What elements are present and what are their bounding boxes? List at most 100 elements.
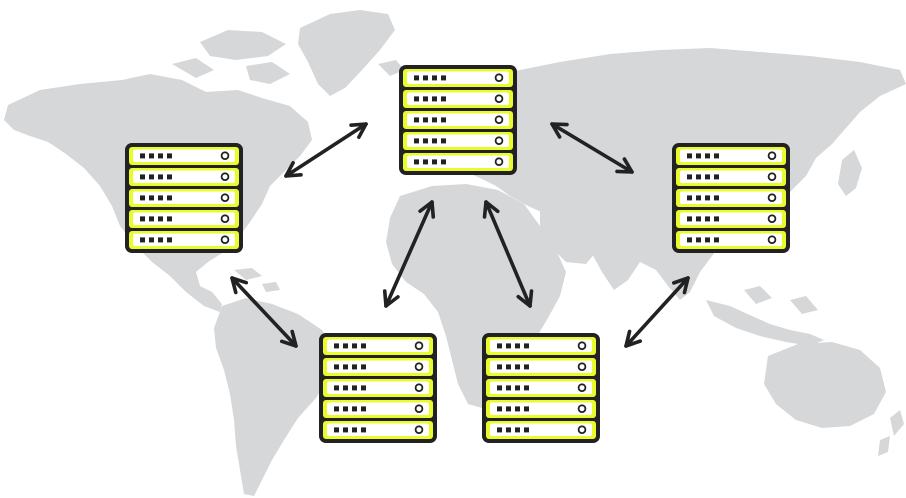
vent-icon [506, 406, 511, 412]
link-north-america-europe-arrow [284, 122, 368, 178]
vent-icon [334, 427, 339, 433]
vent-icon [705, 195, 710, 201]
vent-icon [361, 385, 366, 391]
server-asia-rack-icon [672, 143, 790, 253]
vent-icon [343, 427, 348, 433]
rack-unit [486, 421, 596, 439]
vent-icon [352, 427, 357, 433]
vent-icon [687, 153, 692, 159]
link-europe-south-america-arrow [382, 200, 436, 308]
vent-icon [149, 174, 154, 180]
vent-icon [140, 174, 145, 180]
vent-icon [705, 153, 710, 159]
status-led-icon [494, 115, 504, 124]
vent-icon [515, 385, 520, 391]
rack-unit [676, 210, 786, 228]
vent-icon [432, 159, 437, 165]
vent-icon [167, 216, 172, 222]
rack-unit [129, 231, 239, 249]
map-indonesia [706, 286, 824, 346]
rack-unit [486, 337, 596, 355]
status-led-icon [494, 157, 504, 167]
status-led-icon [577, 425, 587, 435]
vent-icon [414, 159, 419, 165]
rack-unit [129, 210, 239, 228]
vent-icon [334, 385, 339, 391]
vent-icon [687, 174, 692, 180]
rack-unit [486, 379, 596, 397]
vent-icon [497, 343, 502, 349]
vent-icon [497, 364, 502, 370]
vent-icon [352, 364, 357, 370]
vent-icon [167, 195, 172, 201]
vent-icon [167, 153, 172, 159]
vent-icon [497, 385, 502, 391]
vent-icon [696, 237, 701, 243]
vent-icon [441, 117, 446, 123]
map-arabia [540, 210, 596, 264]
map-caribbean [234, 268, 280, 292]
rack-unit [323, 379, 433, 397]
vent-icon [524, 385, 529, 391]
vent-icon [167, 174, 172, 180]
vent-icon [714, 237, 719, 243]
map-arctic-islands [172, 30, 290, 84]
vent-icon [414, 138, 419, 144]
status-led-icon [414, 404, 424, 414]
map-japan [838, 150, 862, 196]
vent-icon [352, 343, 357, 349]
map-iceland [378, 60, 404, 76]
vent-icon [361, 406, 366, 412]
status-led-icon [577, 383, 587, 393]
status-led-icon [220, 214, 230, 224]
vent-icon [506, 343, 511, 349]
vent-icon [515, 427, 520, 433]
rack-unit [129, 168, 239, 186]
server-south-america-rack-icon [319, 333, 437, 443]
map-south-america [214, 298, 334, 496]
vent-icon [414, 96, 419, 102]
vent-icon [343, 406, 348, 412]
status-led-icon [494, 136, 504, 146]
vent-icon [158, 216, 163, 222]
rack-unit [403, 69, 513, 87]
vent-icon [441, 96, 446, 102]
link-north-america-south-america-arrow [230, 276, 298, 348]
vent-icon [343, 385, 348, 391]
status-led-icon [577, 341, 587, 351]
vent-icon [497, 427, 502, 433]
vent-icon [158, 237, 163, 243]
status-led-icon [220, 235, 230, 245]
vent-icon [524, 427, 529, 433]
rack-unit [676, 189, 786, 207]
vent-icon [158, 174, 163, 180]
rack-unit [486, 400, 596, 418]
server-north-america-rack-icon [125, 143, 243, 253]
vent-icon [140, 237, 145, 243]
status-led-icon [767, 235, 777, 245]
map-greenland [298, 10, 395, 96]
vent-icon [352, 406, 357, 412]
vent-icon [343, 364, 348, 370]
vent-icon [506, 385, 511, 391]
vent-icon [714, 216, 719, 222]
vent-icon [515, 406, 520, 412]
rack-unit [129, 147, 239, 165]
vent-icon [441, 159, 446, 165]
vent-icon [696, 195, 701, 201]
vent-icon [140, 216, 145, 222]
vent-icon [506, 427, 511, 433]
vent-icon [414, 75, 419, 81]
vent-icon [361, 427, 366, 433]
vent-icon [696, 174, 701, 180]
rack-unit [403, 153, 513, 171]
vent-icon [149, 216, 154, 222]
vent-icon [334, 343, 339, 349]
vent-icon [432, 96, 437, 102]
rack-unit [403, 132, 513, 150]
vent-icon [432, 75, 437, 81]
vent-icon [497, 406, 502, 412]
link-africa-asia-arrow [624, 276, 690, 348]
status-led-icon [767, 172, 777, 182]
